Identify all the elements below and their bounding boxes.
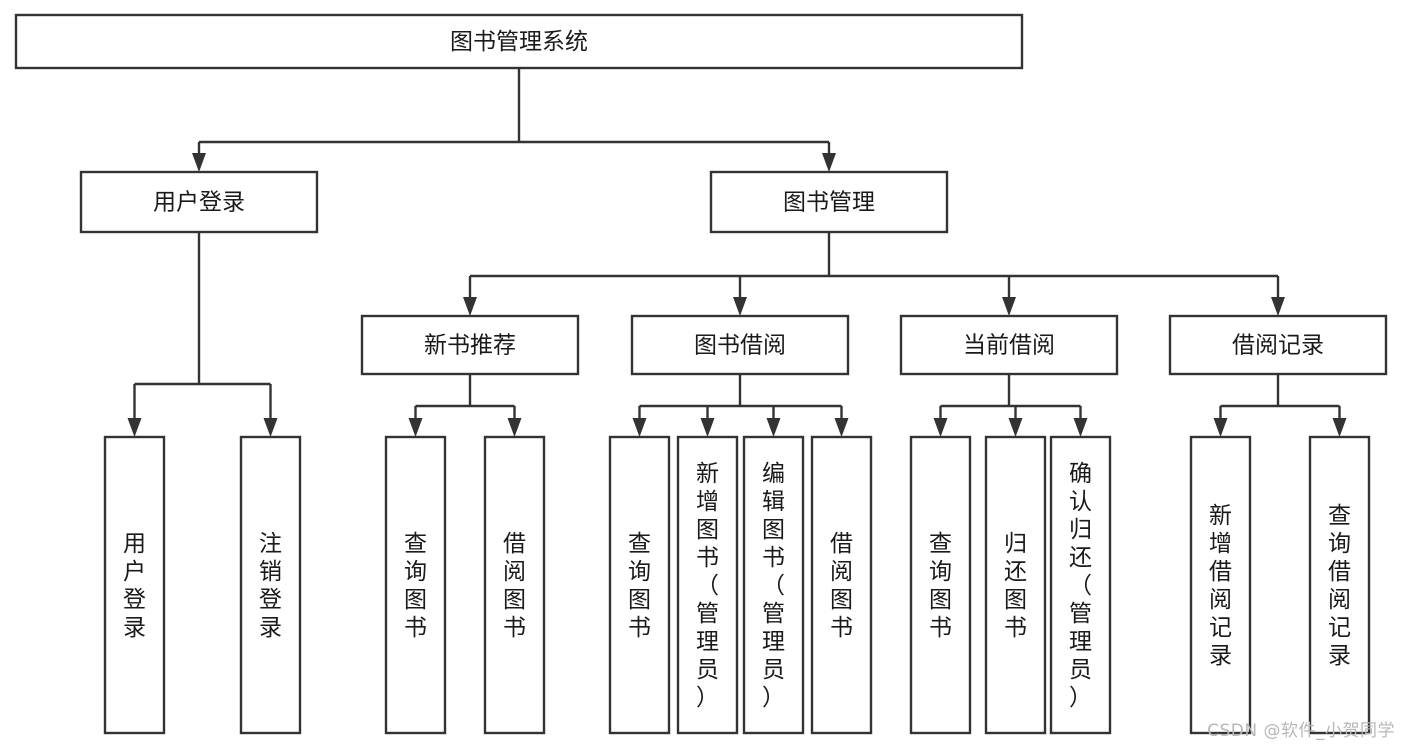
node-label: 借阅图书 <box>830 531 853 641</box>
node-leaf-10[interactable]: 确认归还（管理员） <box>1049 435 1112 735</box>
csdn-watermark: CSDN @软件_小贺同学 <box>1207 721 1395 741</box>
node-root-图书管理系统[interactable]: 图书管理系统 <box>14 13 1024 70</box>
node-label: 编辑图书（管理员） <box>762 461 785 711</box>
node-label: 图书管理 <box>783 190 875 216</box>
node-label: 新书推荐 <box>424 333 516 359</box>
node-level3-3[interactable]: 借阅记录 <box>1168 314 1388 376</box>
node-label: 用户登录 <box>153 190 245 216</box>
node-leaf-2[interactable]: 查询图书 <box>384 435 447 735</box>
node-label: 确认归还（管理员） <box>1069 461 1092 711</box>
node-level3-1[interactable]: 图书借阅 <box>630 314 850 376</box>
node-leaf-4[interactable]: 查询图书 <box>608 435 671 735</box>
node-label: 查询图书 <box>929 531 952 641</box>
node-level3-0[interactable]: 新书推荐 <box>360 314 580 376</box>
node-label: 用户登录 <box>123 531 146 641</box>
node-label: 查询图书 <box>628 531 651 641</box>
node-label: 查询借阅记录 <box>1328 503 1351 669</box>
node-level3-2[interactable]: 当前借阅 <box>899 314 1119 376</box>
nodes-layer: 图书管理系统用户登录图书管理新书推荐图书借阅当前借阅借阅记录用户登录注销登录查询… <box>14 13 1388 735</box>
node-leaf-3[interactable]: 借阅图书 <box>483 435 546 735</box>
node-leaf-11[interactable]: 新增借阅记录 <box>1189 435 1252 735</box>
node-leaf-9[interactable]: 归还图书 <box>984 435 1047 735</box>
node-leaf-0[interactable]: 用户登录 <box>103 435 166 735</box>
node-leaf-1[interactable]: 注销登录 <box>239 435 302 735</box>
node-leaf-7[interactable]: 借阅图书 <box>810 435 873 735</box>
node-label: 注销登录 <box>259 531 282 641</box>
node-label: 图书借阅 <box>694 333 786 359</box>
node-label: 借阅图书 <box>503 531 526 641</box>
node-label: 新增借阅记录 <box>1209 503 1232 669</box>
node-leaf-5[interactable]: 新增图书（管理员） <box>676 435 739 735</box>
node-label: 借阅记录 <box>1232 333 1324 359</box>
node-level2-1[interactable]: 图书管理 <box>709 170 949 234</box>
node-leaf-8[interactable]: 查询图书 <box>909 435 972 735</box>
node-level2-0[interactable]: 用户登录 <box>79 170 319 234</box>
node-label: 当前借阅 <box>963 333 1055 359</box>
node-leaf-12[interactable]: 查询借阅记录 <box>1308 435 1371 735</box>
node-label: 查询图书 <box>404 531 427 641</box>
node-label: 归还图书 <box>1004 531 1027 641</box>
node-label: 图书管理系统 <box>450 29 588 55</box>
node-label: 新增图书（管理员） <box>696 461 719 711</box>
node-leaf-6[interactable]: 编辑图书（管理员） <box>742 435 805 735</box>
connector-lines-layer <box>127 68 1347 437</box>
